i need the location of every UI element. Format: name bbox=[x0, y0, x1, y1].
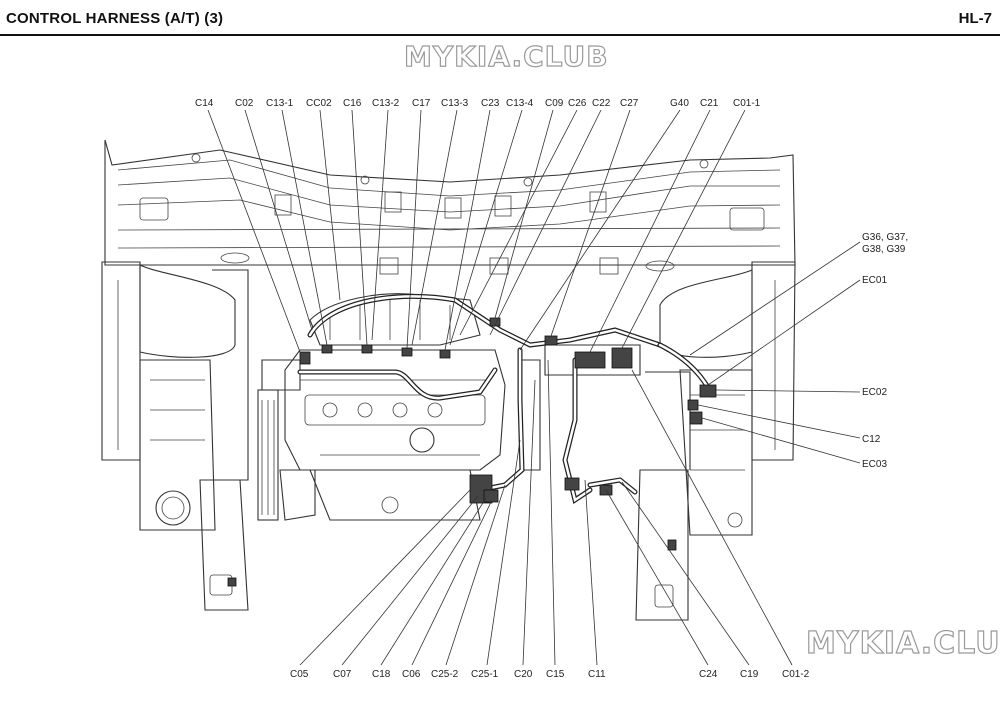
label-g38-g39: G38, G39 bbox=[862, 244, 906, 255]
right-labels: G36, G37, G38, G39 EC01 EC02 C12 EC03 bbox=[862, 232, 908, 470]
leader-c24 bbox=[605, 489, 709, 666]
wiring-harness bbox=[227, 293, 717, 587]
label-c18: C18 bbox=[372, 669, 391, 680]
label-c13-1: C13-1 bbox=[266, 98, 294, 109]
label-c06: C06 bbox=[402, 669, 421, 680]
label-c01-1: C01-1 bbox=[733, 98, 761, 109]
label-c26: C26 bbox=[568, 98, 587, 109]
bottom-labels: C05 C07 C18 C06 C25-2 C25-1 C20 C15 C11 … bbox=[290, 669, 810, 680]
top-labels: C14 C02 C13-1 CC02 C16 C13-2 C17 C13-3 C… bbox=[195, 98, 761, 109]
label-c21: C21 bbox=[700, 98, 719, 109]
leader-c12 bbox=[697, 404, 861, 439]
leader-g-group bbox=[689, 241, 861, 356]
header-divider bbox=[0, 34, 1000, 36]
page-header: CONTROL HARNESS (A/T) (3) HL-7 bbox=[0, 0, 1000, 36]
leader-lines bbox=[207, 109, 861, 666]
label-c27: C27 bbox=[620, 98, 639, 109]
leader-c01-1 bbox=[621, 109, 746, 349]
label-c09: C09 bbox=[545, 98, 564, 109]
page-code: HL-7 bbox=[958, 10, 992, 27]
leader-g40 bbox=[519, 109, 681, 351]
label-cc02: CC02 bbox=[306, 98, 332, 109]
leader-c15 bbox=[547, 359, 556, 666]
leader-c26 bbox=[459, 109, 578, 336]
leader-c27 bbox=[550, 109, 631, 337]
leader-c02 bbox=[244, 109, 313, 331]
leader-cc02 bbox=[319, 109, 341, 301]
label-c25-1: C25-1 bbox=[471, 669, 499, 680]
label-c19: C19 bbox=[740, 669, 759, 680]
leader-c21 bbox=[589, 109, 711, 353]
leader-c06 bbox=[411, 499, 493, 666]
label-g36-g37: G36, G37, bbox=[862, 232, 908, 243]
label-c07: C07 bbox=[333, 669, 352, 680]
label-c20: C20 bbox=[514, 669, 533, 680]
leader-c13-2 bbox=[371, 109, 389, 341]
label-c02: C02 bbox=[235, 98, 254, 109]
label-c23: C23 bbox=[481, 98, 500, 109]
leader-c13-1 bbox=[281, 109, 328, 346]
leader-c13-3 bbox=[411, 109, 458, 346]
label-ec03: EC03 bbox=[862, 459, 887, 470]
leader-c07 bbox=[341, 495, 479, 666]
label-c01-2: C01-2 bbox=[782, 669, 810, 680]
leader-ec03 bbox=[701, 417, 861, 464]
leader-c13-4 bbox=[449, 109, 523, 346]
leader-c20 bbox=[522, 379, 536, 666]
vehicle-structure bbox=[101, 139, 796, 621]
leader-c25-2 bbox=[445, 484, 506, 666]
leader-c25-1 bbox=[486, 439, 521, 666]
leader-c18 bbox=[380, 497, 487, 666]
label-c22: C22 bbox=[592, 98, 611, 109]
leader-c14 bbox=[207, 109, 301, 353]
leader-c19 bbox=[621, 481, 750, 666]
watermark-bottom: MYKIA.CLUB bbox=[805, 625, 1000, 661]
label-c13-3: C13-3 bbox=[441, 98, 469, 109]
label-ec01: EC01 bbox=[862, 275, 887, 286]
label-c12: C12 bbox=[862, 434, 881, 445]
label-c13-4: C13-4 bbox=[506, 98, 534, 109]
page-title: CONTROL HARNESS (A/T) (3) bbox=[6, 10, 224, 27]
watermark-top: MYKIA.CLUB bbox=[403, 39, 609, 73]
leader-c22 bbox=[489, 109, 602, 336]
label-c13-2: C13-2 bbox=[372, 98, 400, 109]
leader-c01-2 bbox=[631, 369, 793, 666]
leader-ec01 bbox=[707, 279, 861, 386]
leader-c23 bbox=[444, 109, 491, 351]
label-c25-2: C25-2 bbox=[431, 669, 459, 680]
leader-c09 bbox=[494, 109, 554, 319]
leader-ec02 bbox=[715, 389, 861, 393]
label-c11: C11 bbox=[588, 669, 606, 680]
label-c17: C17 bbox=[412, 98, 431, 109]
leader-c05 bbox=[299, 489, 471, 666]
label-c15: C15 bbox=[546, 669, 565, 680]
label-c05: C05 bbox=[290, 669, 309, 680]
label-c14: C14 bbox=[195, 98, 214, 109]
leader-c11 bbox=[584, 479, 598, 666]
leader-c17 bbox=[406, 109, 422, 349]
label-c24: C24 bbox=[699, 669, 718, 680]
label-ec02: EC02 bbox=[862, 387, 887, 398]
leader-c16 bbox=[351, 109, 368, 346]
label-g40: G40 bbox=[670, 98, 689, 109]
label-c16: C16 bbox=[343, 98, 362, 109]
